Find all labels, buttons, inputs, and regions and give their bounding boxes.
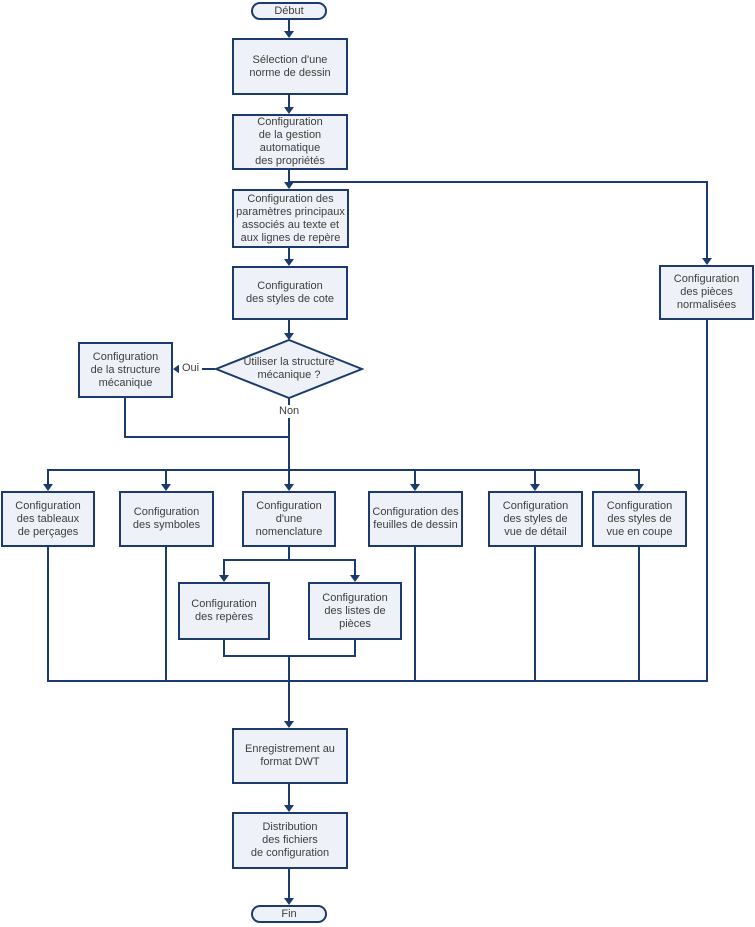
connector-line [288, 248, 290, 259]
connector-arrowhead [284, 31, 294, 38]
node-feuilles-dessin: Configuration des feuilles de dessin [368, 491, 463, 547]
connector-line [288, 470, 290, 484]
connector-arrowhead [284, 805, 294, 812]
connector-line [165, 547, 167, 682]
connector-arrowhead [284, 182, 294, 189]
node-tableaux-percages: Configuration des tableaux de perçages [1, 491, 95, 547]
connector-line [288, 170, 290, 182]
connector-line [706, 320, 708, 682]
node-gestion-automatique: Configuration de la gestion automatique … [232, 114, 348, 170]
node-enregistrement-dwt: Enregistrement au format DWT [232, 728, 348, 784]
connector-arrowhead [530, 484, 540, 491]
node-reperes: Configuration des repères [178, 582, 270, 640]
node-start: Début [251, 2, 327, 20]
connector-line [534, 547, 536, 682]
connector-arrowhead [634, 484, 644, 491]
connector-line [288, 398, 290, 470]
connector-arrowhead [350, 575, 360, 582]
connector-arrowhead [284, 259, 294, 266]
connector-line [223, 640, 225, 657]
node-structure-mecanique: Configuration de la structure mécanique [78, 342, 173, 398]
connector-line [288, 95, 290, 107]
connector-arrowhead [702, 258, 712, 265]
connector-arrowhead [173, 364, 180, 374]
connector-line [288, 784, 290, 805]
connector-line [124, 398, 126, 438]
node-styles-de-cote: Configuration des styles de cote [232, 266, 348, 320]
edge-label-oui: Oui [179, 362, 203, 375]
node-vue-detail: Configuration des styles de vue de détai… [488, 491, 583, 547]
connector-line [706, 181, 708, 258]
connector-arrowhead [284, 484, 294, 491]
connector-arrowhead [284, 333, 294, 340]
connector-line [288, 656, 290, 721]
node-listes-pieces: Configuration des listes de pièces [308, 582, 402, 640]
connector-arrowhead [284, 107, 294, 114]
connector-line [534, 470, 536, 484]
connector-line [223, 560, 225, 575]
connector-arrowhead [284, 721, 294, 728]
connector-line [223, 559, 356, 561]
connector-line [288, 547, 290, 561]
connector-line [354, 560, 356, 575]
connector-line [638, 470, 640, 484]
connector-line [414, 470, 416, 484]
connector-line [47, 547, 49, 682]
connector-arrowhead [219, 575, 229, 582]
connector-line [47, 469, 640, 471]
connector-line [288, 181, 708, 183]
connector-arrowhead [284, 898, 294, 905]
connector-arrowhead [43, 484, 53, 491]
connector-arrowhead [161, 484, 171, 491]
node-parametres-principaux: Configuration des paramètres principaux … [232, 189, 349, 248]
connector-line [47, 680, 708, 682]
connector-line [638, 547, 640, 682]
node-distribution-fichiers: Distribution des fichiers de configurati… [232, 812, 348, 869]
node-vue-coupe: Configuration des styles de vue en coupe [592, 491, 687, 547]
node-selection-norme: Sélection d'une norme de dessin [232, 38, 348, 95]
connector-line [288, 320, 290, 333]
connector-line [124, 436, 290, 438]
connector-line [354, 640, 356, 657]
connector-line [165, 470, 167, 484]
node-pieces-normalisees: Configuration des pièces normalisées [659, 265, 754, 320]
connector-line [47, 470, 49, 484]
node-nomenclature: Configuration d'une nomenclature [242, 491, 336, 547]
connector-line [288, 19, 290, 31]
connector-arrowhead [410, 484, 420, 491]
connector-line [414, 547, 416, 682]
edge-label-non: Non [276, 405, 303, 418]
node-symboles: Configuration des symboles [119, 491, 214, 547]
node-fin: Fin [251, 905, 327, 923]
connector-line [288, 869, 290, 898]
decision-diamond-label: Utiliser la structure mécanique ? [243, 356, 335, 381]
